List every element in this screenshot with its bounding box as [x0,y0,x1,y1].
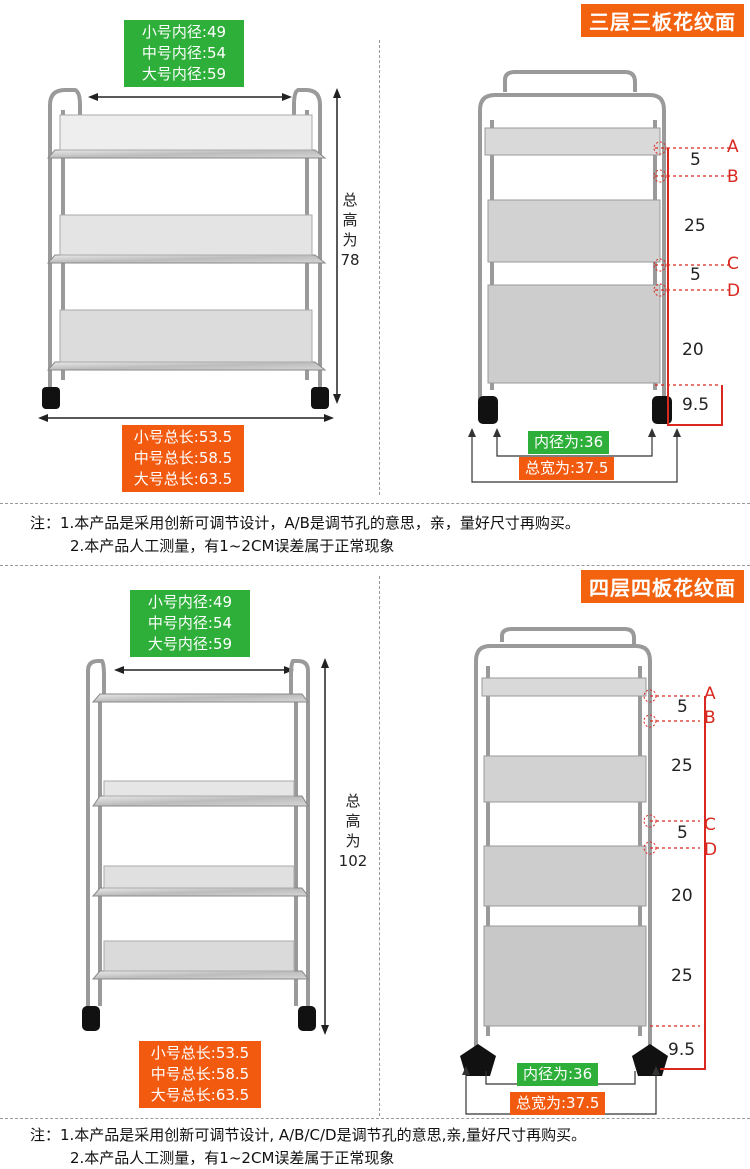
dim-d-e: 20 [671,886,693,906]
total-height-label: 总 高 为 78 [340,191,360,269]
inner-diameter-box: 小号内径:49 中号内径:54 大号内径:59 [124,20,244,87]
inner-diameter-box: 小号内径:49 中号内径:54 大号内径:59 [130,590,250,657]
total-length-small: 小号总长:53.5 [133,428,233,446]
total-length-medium: 中号总长:58.5 [133,449,233,467]
total-length-small: 小号总长:53.5 [150,1044,250,1062]
hole-b: B [727,167,739,187]
dim-c-d: 5 [677,823,688,843]
inner-diameter-large: 大号内径:59 [141,65,227,83]
four-tier-cart-side-illustration [460,627,706,1115]
hole-a: A [727,137,739,157]
inner-diameter-large: 大号内径:59 [147,635,233,653]
inner-width-label: 内径为:36 [528,431,610,454]
hole-a: A [704,684,716,704]
total-length-medium: 中号总长:58.5 [150,1065,250,1083]
total-width-label: 总宽为:37.5 [510,1092,606,1115]
notes-divider-top [0,503,750,504]
section-title: 三层三板花纹面 [581,4,744,37]
three-tier-cart-front-illustration [38,88,341,422]
inner-diameter-medium: 中号内径:54 [147,614,233,632]
hole-b: B [704,708,716,728]
note-line-1: 注：1.本产品是采用创新可调节设计, A/B/C/D是调节孔的意思,亲,量好尺寸… [30,1126,587,1144]
hole-d: D [727,281,741,301]
hole-c: C [704,815,716,835]
inner-width-label: 内径为:36 [517,1063,599,1086]
dim-b-c: 25 [684,216,706,236]
notes-divider-top [0,1118,750,1119]
column-divider [379,40,380,495]
dim-b-c: 25 [671,756,693,776]
four-tier-cart-front-illustration [82,658,329,1035]
three-tier-cart-side-illustration [468,70,730,483]
dim-a-b: 5 [690,150,701,170]
inner-diameter-small: 小号内径:49 [141,23,227,41]
total-height-label: 总 高 为 102 [338,792,368,870]
inner-diameter-medium: 中号内径:54 [141,44,227,62]
dim-c-d: 5 [690,265,701,285]
section-title: 四层四板花纹面 [581,570,744,603]
section-three-tier: 三层三板花纹面 [0,0,750,565]
note-line-2: 2.本产品人工测量，有1~2CM误差属于正常现象 [70,537,395,555]
note-line-1: 注：1.本产品是采用创新可调节设计，A/B是调节孔的意思，亲，量好尺寸再购买。 [30,514,580,532]
section-four-tier: 四层四板花纹面 小号内径:49 中号内径:54 大号内径:59 总 高 为 10… [0,566,750,1168]
hole-c: C [727,254,739,274]
total-length-box: 小号总长:53.5 中号总长:58.5 大号总长:63.5 [122,425,244,492]
total-width-label: 总宽为:37.5 [519,457,615,480]
total-length-large: 大号总长:63.5 [150,1086,250,1104]
note-line-2: 2.本产品人工测量，有1~2CM误差属于正常现象 [70,1149,395,1167]
dim-e-bottom: 25 [671,966,693,986]
dim-bottom-floor: 9.5 [668,1040,696,1060]
hole-d: D [704,840,718,860]
column-divider [379,576,380,1116]
dim-a-b: 5 [677,697,688,717]
total-length-box: 小号总长:53.5 中号总长:58.5 大号总长:63.5 [139,1041,261,1108]
section-divider [0,565,750,566]
dim-d-bottom: 20 [682,340,704,360]
total-length-large: 大号总长:63.5 [133,470,233,488]
inner-diameter-small: 小号内径:49 [147,593,233,611]
dim-bottom-floor: 9.5 [682,395,710,415]
